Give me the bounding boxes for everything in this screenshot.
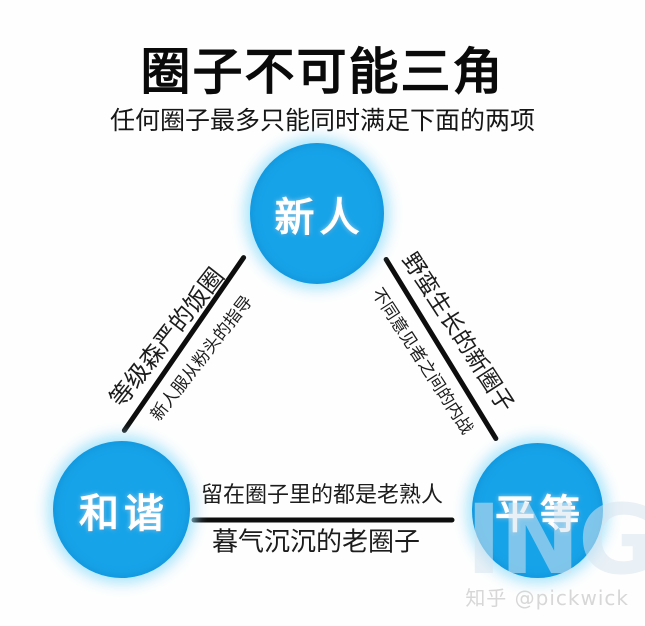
node-newcomers-label: 新人 (274, 194, 365, 241)
source-credit-watermark: 知乎 @pickwick (465, 586, 629, 610)
diagram-subtitle: 任何圈子最多只能同时满足下面的两项 (109, 106, 535, 135)
edge-line-bottom (191, 517, 455, 523)
node-newcomers: 新人 (250, 143, 384, 284)
diagram-title: 圈子不可能三角 (140, 43, 505, 101)
node-harmony: 和谐 (53, 441, 190, 578)
node-equality-label: 平等 (495, 491, 585, 538)
node-equality: 平等 (472, 443, 603, 578)
edge-label-bottom-outer: 留在圈子里的都是老熟人 (200, 483, 444, 508)
edge-label-bottom-inner: 暮气沉沉的老圈子 (211, 527, 421, 558)
node-harmony-label: 和谐 (79, 490, 169, 537)
